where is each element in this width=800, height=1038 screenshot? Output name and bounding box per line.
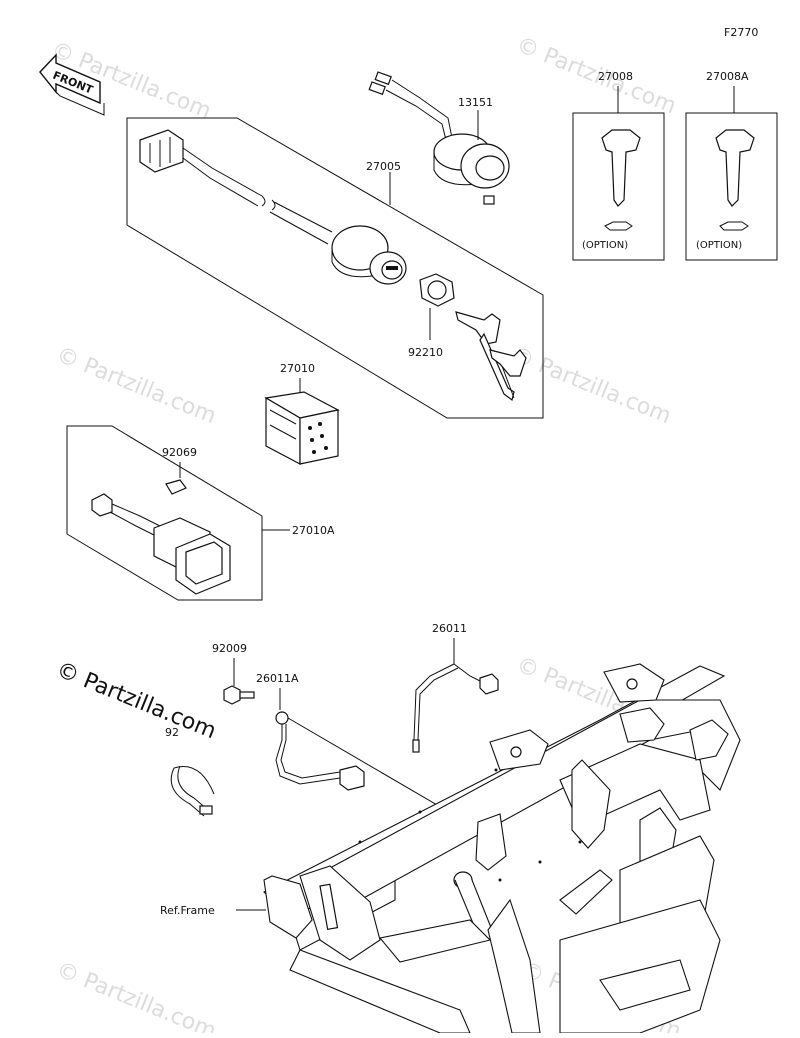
front-arrow: FRONT [39,53,105,116]
option-text: (OPTION) [582,240,628,251]
lead-wire-26011a: 26011A [256,672,481,831]
ignition-switch-group-box [126,117,544,419]
band-92: 92 [165,726,215,817]
watermark: © Partzilla.com [53,342,220,429]
label-92069: 92069 [162,446,197,459]
frame [263,663,741,1034]
ignition-connector [139,129,184,173]
front-arrow-depth [55,91,105,116]
ignition-harness [182,147,333,245]
switch-assembly-body [91,493,231,595]
label-92009: 92009 [212,642,247,655]
bulb-92069: 92069 [162,446,197,495]
watermark: © Partzilla.com [508,342,675,429]
lead-wire-26011: 26011 [412,622,499,753]
label-27008: 27008 [598,70,633,83]
label-92: 92 [165,726,179,739]
nut-92210: 92210 [408,273,455,359]
option-text: (OPTION) [696,240,742,251]
label-13151: 13151 [458,96,493,109]
label-26011: 26011 [432,622,467,635]
switch-assembly-group-box [66,425,263,601]
figure-code: F2770 [724,26,758,39]
label-27010a: 27010A [292,524,335,537]
label-27005: 27005 [366,160,401,173]
label-27010: 27010 [280,362,315,375]
front-arrow-shape [39,53,101,105]
ref-frame-label: Ref.Frame [160,904,215,917]
watermark: © Partzilla.com [513,32,680,119]
blank-key-27008: 27008 (OPTION) [572,70,665,261]
label-26011a: 26011A [256,672,299,685]
watermark: © Partzilla.com [53,957,220,1033]
key-cylinder-13151: 13151 [368,71,510,205]
bolt-92009: 92009 [212,642,255,705]
ignition-keys [455,311,527,402]
rocker-switch-27010: 27010 [264,362,340,465]
blank-key-27008a: 27008A (OPTION) [685,70,778,261]
label-27008a: 27008A [706,70,749,83]
label-92210: 92210 [408,346,443,359]
ignition-switch-body [331,225,407,285]
watermark-dark: © Partzilla.com [53,657,220,744]
